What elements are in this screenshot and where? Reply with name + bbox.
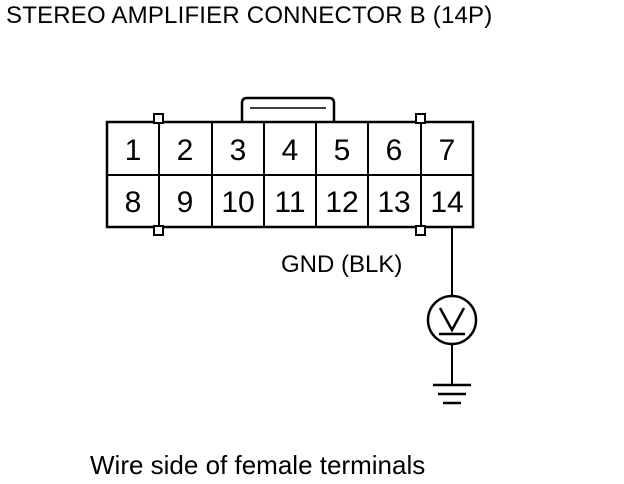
- diagram-title: STEREO AMPLIFIER CONNECTOR B (14P): [6, 2, 493, 29]
- pin-11: 11: [274, 186, 305, 219]
- pin-8: 8: [125, 186, 142, 219]
- pin-1: 1: [125, 134, 142, 167]
- pin-10: 10: [221, 186, 254, 219]
- pin-9: 9: [177, 186, 194, 219]
- voltmeter-icon: [426, 294, 478, 346]
- pin-14: 14: [430, 186, 463, 219]
- guide-key-bottom-left: [153, 225, 164, 236]
- ground-icon: [433, 383, 471, 405]
- pin-6: 6: [386, 134, 403, 167]
- pin-7: 7: [439, 134, 456, 167]
- caption: Wire side of female terminals: [90, 450, 425, 480]
- top-row-pins: 1 2 3 4 5 6 7: [125, 134, 456, 167]
- voltmeter-v-symbol: [438, 307, 466, 333]
- column-dividers: [158, 122, 422, 227]
- connector-lock-tab: [240, 96, 336, 122]
- guide-key-bottom-right: [415, 225, 426, 236]
- pin-4: 4: [282, 134, 299, 167]
- pin-3: 3: [230, 134, 247, 167]
- bottom-row-pins: 8 9 10 11 12 13 14: [125, 186, 464, 219]
- pin-2: 2: [177, 134, 194, 167]
- guide-key-top-right: [415, 113, 426, 124]
- pin-5: 5: [334, 134, 351, 167]
- wire-label: GND (BLK): [281, 251, 402, 278]
- pin-13: 13: [377, 186, 410, 219]
- guide-key-top-left: [153, 113, 164, 124]
- pin-12: 12: [325, 186, 358, 219]
